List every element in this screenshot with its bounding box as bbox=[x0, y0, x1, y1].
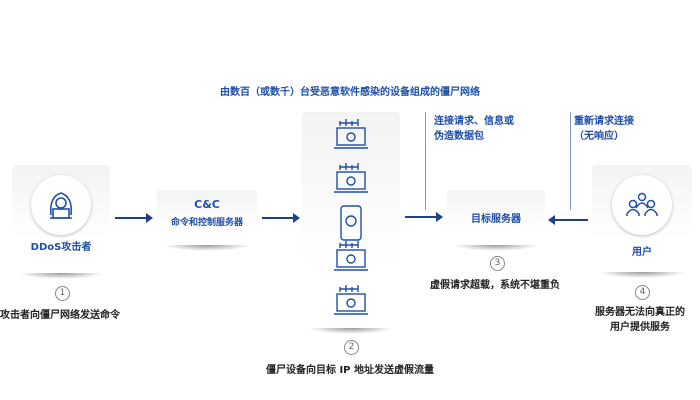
users-icon bbox=[612, 175, 672, 235]
infected-laptop-icon bbox=[334, 119, 368, 149]
step-4-badge: 4 bbox=[635, 285, 650, 300]
retry-note: 重新请求连接 （无响应） bbox=[574, 114, 634, 144]
retry-pointer-line bbox=[570, 112, 571, 210]
step-1-caption: 攻击者向僵尸网络发送命令 bbox=[0, 310, 120, 321]
infected-laptop-icon bbox=[334, 241, 368, 271]
target-server-card: 目标服务器 bbox=[447, 190, 545, 251]
user-label: 用户 bbox=[632, 247, 652, 258]
step-1-badge: 1 bbox=[55, 286, 70, 301]
requests-note-line2: 伪造数据包 bbox=[434, 131, 484, 142]
arrow-botnet-to-target bbox=[405, 212, 443, 222]
step-3-badge: 3 bbox=[490, 256, 505, 271]
infected-devices-icons bbox=[334, 119, 368, 315]
arrow-attacker-to-cnc bbox=[115, 213, 153, 223]
requests-note-line1: 连接请求、信息或 bbox=[434, 116, 514, 127]
step-2-badge: 2 bbox=[344, 340, 359, 355]
botnet-card bbox=[302, 112, 400, 334]
attacker-card: DDoS攻击者 bbox=[12, 165, 110, 279]
step-3-caption: 虚假请求超载，系统不堪重负 bbox=[430, 280, 560, 291]
cnc-title: C&C bbox=[194, 198, 220, 211]
infected-laptop-icon bbox=[334, 163, 368, 193]
requests-note: 连接请求、信息或 伪造数据包 bbox=[434, 114, 514, 144]
arrow-user-to-target bbox=[548, 215, 588, 225]
step-4-caption-line2: 用户提供服务 bbox=[610, 322, 670, 333]
cnc-subtitle: 命令和控制服务器 bbox=[170, 218, 243, 228]
retry-note-line2: （无响应） bbox=[574, 131, 624, 142]
target-server-label: 目标服务器 bbox=[471, 214, 521, 225]
attacker-label: DDoS攻击者 bbox=[30, 242, 92, 253]
user-card: 用户 bbox=[592, 165, 692, 278]
hacker-icon bbox=[31, 175, 91, 235]
diagram-title: 由数百（或数千）台受恶意软件感染的设备组成的僵尸网络 bbox=[220, 87, 480, 98]
cnc-card: C&C 命令和控制服务器 bbox=[157, 190, 257, 251]
requests-pointer-line bbox=[425, 112, 426, 210]
infected-laptop-icon bbox=[334, 285, 368, 315]
arrow-cnc-to-botnet bbox=[262, 213, 300, 223]
step-4-caption: 服务器无法向真正的 用户提供服务 bbox=[580, 305, 700, 335]
step-4-caption-line1: 服务器无法向真正的 bbox=[595, 307, 685, 318]
step-2-caption: 僵尸设备向目标 IP 地址发送虚假流量 bbox=[265, 365, 434, 376]
retry-note-line1: 重新请求连接 bbox=[574, 116, 634, 127]
infected-phone-icon bbox=[340, 205, 362, 241]
